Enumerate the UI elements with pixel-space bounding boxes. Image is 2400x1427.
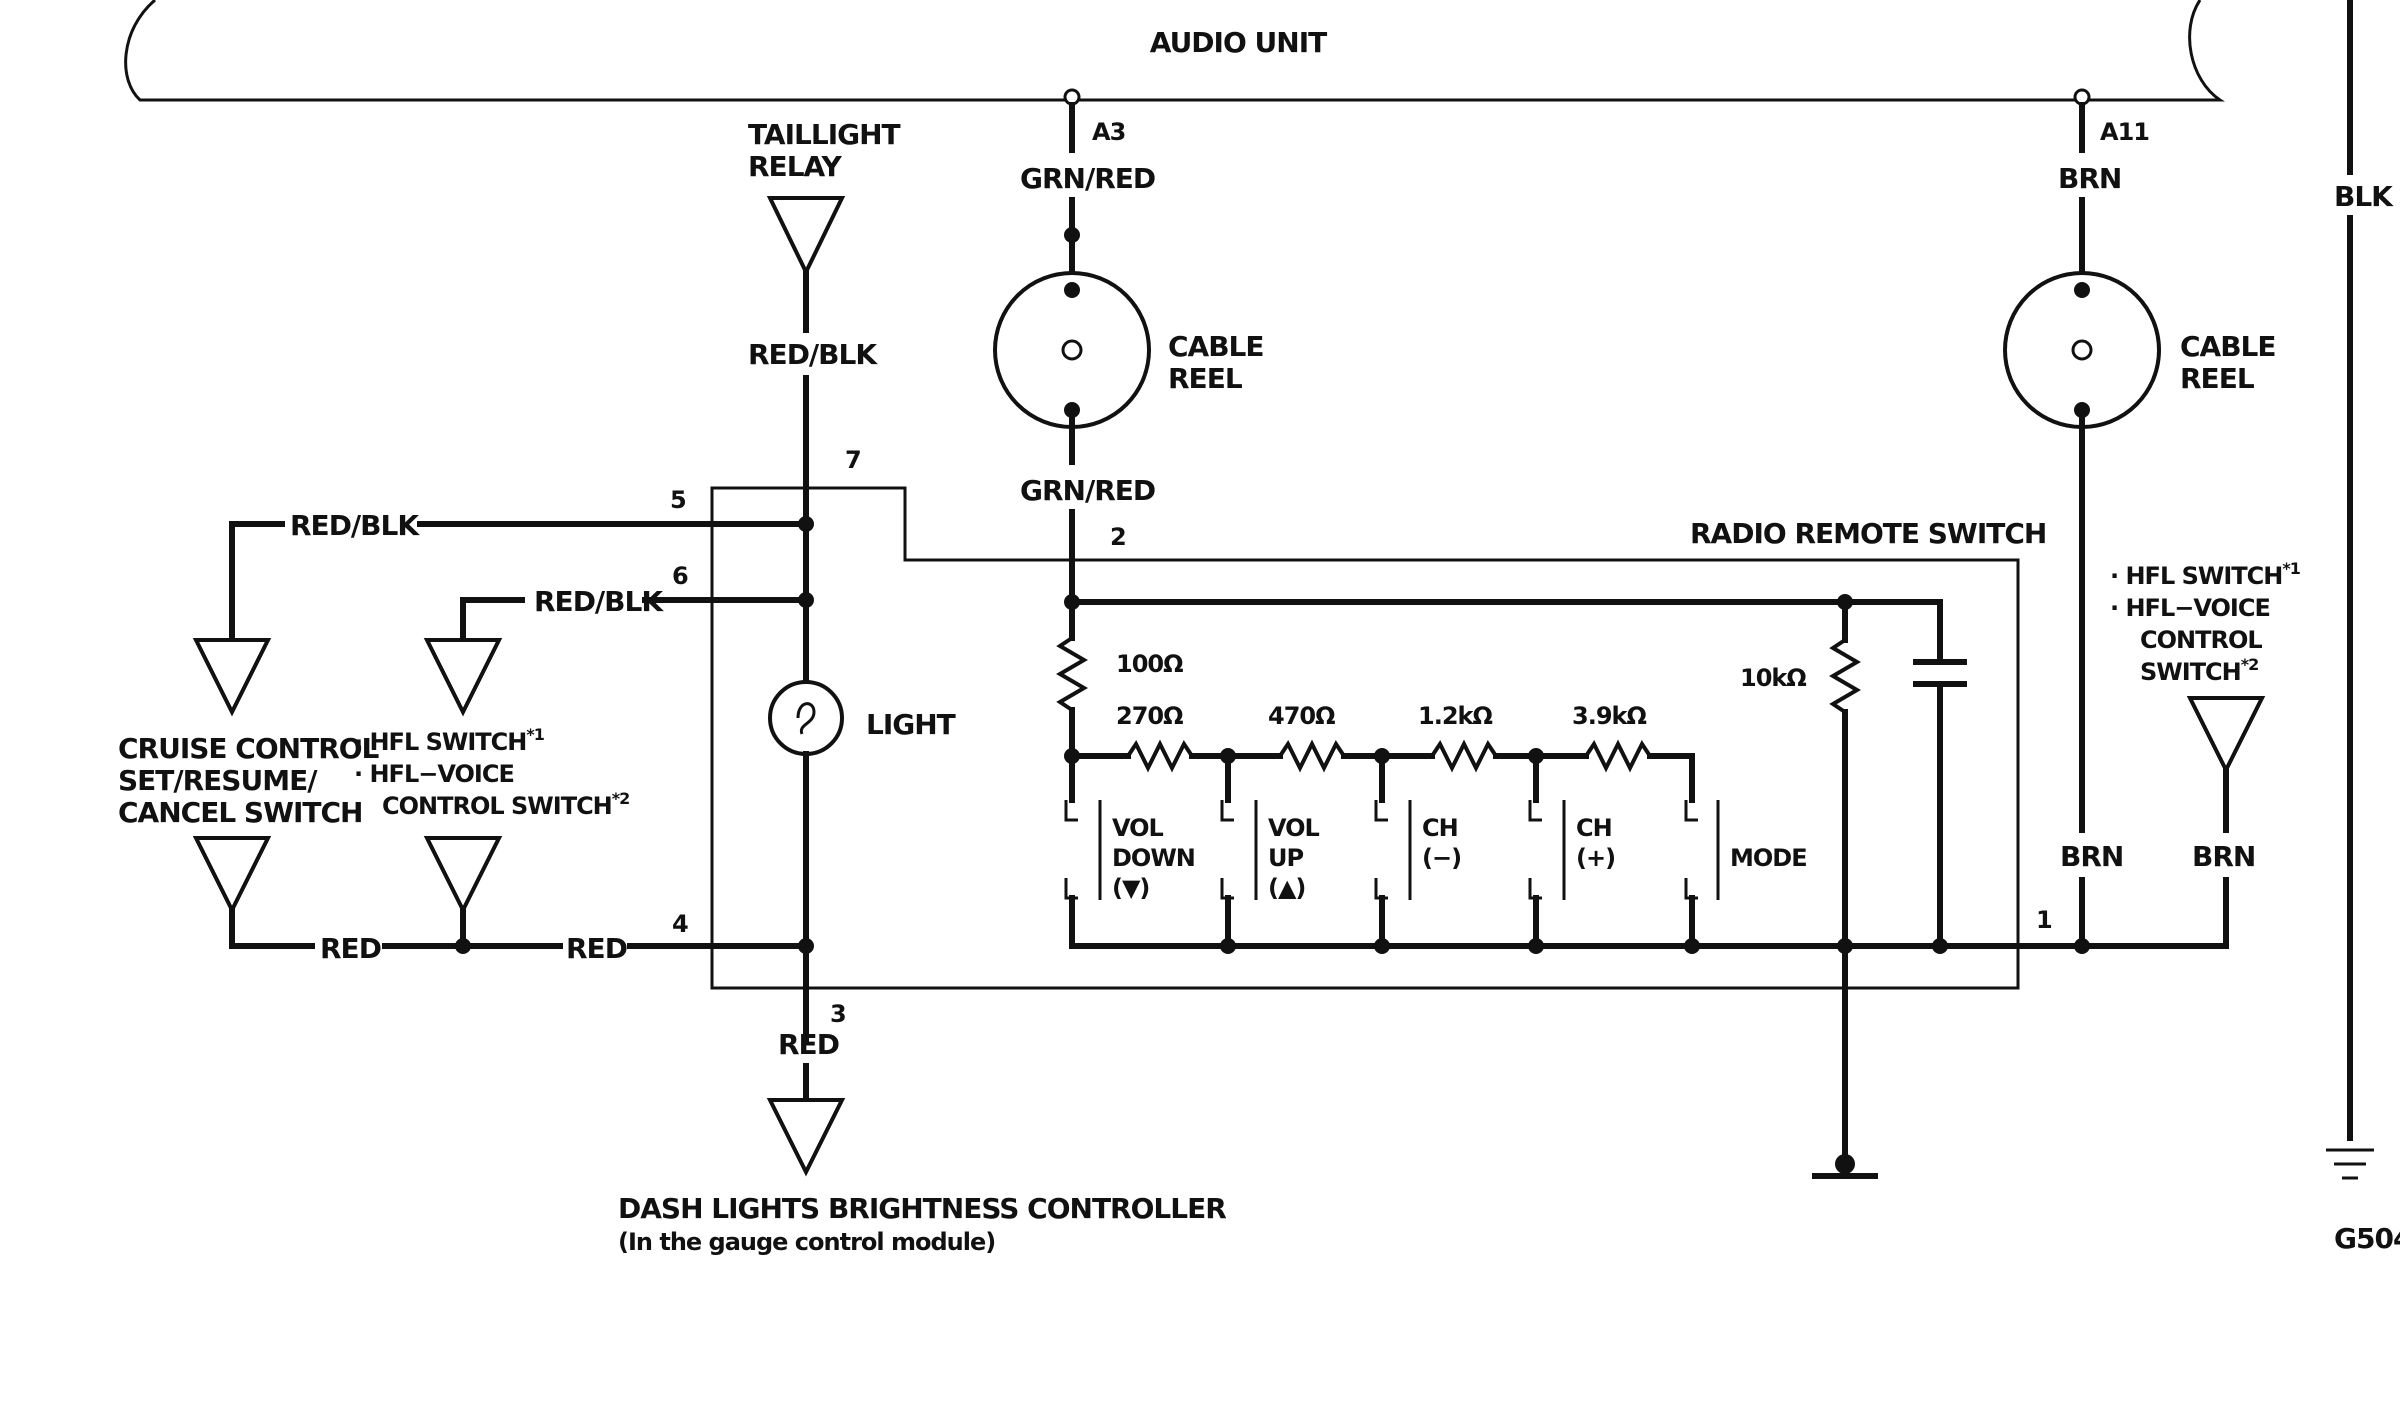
resistor-10k: 10kΩ bbox=[1740, 599, 1861, 1175]
radio-remote-switch-label: RADIO REMOTE SWITCH bbox=[1690, 517, 2046, 550]
dash-lights-line2: (In the gauge control module) bbox=[618, 1228, 995, 1256]
light-label: LIGHT bbox=[866, 708, 956, 741]
switch-contact-icon bbox=[1684, 800, 1698, 900]
pin-a3-label: A3 bbox=[1092, 118, 1125, 146]
switch-mode-line1: MODE bbox=[1730, 844, 1807, 872]
hfl-switch-left: RED/BLK · HFL SWITCH*1 · HFL−VOICE CONTR… bbox=[354, 585, 809, 949]
connector-a3 bbox=[1063, 88, 1081, 106]
pin-5-label: 5 bbox=[670, 486, 686, 514]
switch-vol-down-line2: DOWN bbox=[1112, 844, 1195, 872]
hfl-right-line4: SWITCH*2 bbox=[2140, 655, 2258, 686]
switch-vol-down: VOL DOWN (▼) bbox=[1064, 753, 1196, 949]
switch-ch-plus: CH (+) bbox=[1528, 753, 1616, 949]
resistor-270-label: 270Ω bbox=[1116, 702, 1183, 730]
cruise-control-circuit: RED/BLK CRUISE CONTROL SET/RESUME/ CANCE… bbox=[118, 509, 809, 965]
light-bulb-icon bbox=[768, 680, 844, 756]
pin-2-label: 2 bbox=[1110, 523, 1126, 551]
grn-red-circuit: GRN/RED CABLE REEL GRN/RED 2 bbox=[993, 102, 1265, 605]
switch-vol-up-line1: VOL bbox=[1268, 814, 1320, 842]
taillight-relay-line2: RELAY bbox=[748, 150, 843, 183]
switch-ch-plus-line1: CH bbox=[1576, 814, 1612, 842]
wire-label-red-left: RED bbox=[320, 932, 381, 965]
dash-lights-controller: RED DASH LIGHTS BRIGHTNESS CONTROLLER (I… bbox=[618, 1028, 1227, 1256]
cruise-control-line3: CANCEL SWITCH bbox=[118, 796, 362, 829]
hfl-left-line3: CONTROL SWITCH*2 bbox=[382, 789, 629, 820]
hfl-right-switch-icon bbox=[2186, 696, 2266, 775]
switch-vol-up-line3: (▲) bbox=[1268, 874, 1305, 902]
audio-unit: AUDIO UNIT A3 A11 bbox=[124, 0, 2225, 146]
resistor-100: 100Ω bbox=[1056, 599, 1184, 759]
hfl-right-line3: CONTROL bbox=[2140, 626, 2262, 654]
cruise-control-line1: CRUISE CONTROL bbox=[118, 732, 380, 765]
radio-remote-switch: RADIO REMOTE SWITCH 7 5 6 4 3 1 bbox=[670, 446, 2053, 1028]
wire-label-red-bottom: RED bbox=[778, 1028, 839, 1061]
taillight-relay-line1: TAILLIGHT bbox=[748, 118, 901, 151]
hfl-switch-right: · HFL SWITCH*1 · HFL−VOICE CONTROL SWITC… bbox=[2110, 559, 2302, 949]
wire-label-brn-lower-left: BRN bbox=[2060, 840, 2123, 873]
wire-label-red-middle: RED bbox=[566, 932, 627, 965]
resistor-3-9k-label: 3.9kΩ bbox=[1572, 702, 1646, 730]
pin-6-label: 6 bbox=[672, 562, 688, 590]
switch-ch-minus-line2: (−) bbox=[1422, 844, 1461, 872]
wire-label-grn-red-top: GRN/RED bbox=[1020, 162, 1155, 195]
cable-reel-right-line1: CABLE bbox=[2180, 330, 2276, 363]
hfl-right-line1: · HFL SWITCH*1 bbox=[2110, 559, 2301, 590]
wire-label-grn-red-bottom: GRN/RED bbox=[1020, 474, 1155, 507]
wire-label-brn-lower-right: BRN bbox=[2192, 840, 2255, 873]
pin-a11-label: A11 bbox=[2100, 118, 2149, 146]
ground-label-g504: G504 bbox=[2334, 1222, 2400, 1255]
capacitor-icon bbox=[1913, 599, 1967, 949]
connector-a11 bbox=[2073, 88, 2091, 106]
dash-lights-controller-icon bbox=[766, 1098, 846, 1177]
cruise-control-line2: SET/RESUME/ bbox=[118, 764, 318, 797]
wire-label-red-blk-relay: RED/BLK bbox=[748, 338, 878, 371]
wire-label-brn-top: BRN bbox=[2058, 162, 2121, 195]
wire-label-blk: BLK bbox=[2334, 180, 2394, 213]
resistor-1-2k-label: 1.2kΩ bbox=[1418, 702, 1492, 730]
switch-contact-icon bbox=[1064, 800, 1078, 900]
switch-mode: MODE bbox=[1684, 800, 1808, 949]
taillight-relay: TAILLIGHT RELAY RED/BLK bbox=[748, 118, 902, 687]
pin-1-label: 1 bbox=[2036, 906, 2052, 934]
audio-unit-label: AUDIO UNIT bbox=[1150, 26, 1327, 59]
switch-vol-down-line3: (▼) bbox=[1112, 874, 1149, 902]
hfl-left-switch-lower-icon bbox=[423, 836, 503, 915]
pin-7-label: 7 bbox=[845, 446, 861, 474]
switch-vol-down-line1: VOL bbox=[1112, 814, 1164, 842]
brn-circuit: BRN CABLE REEL BRN bbox=[2003, 102, 2277, 954]
resistor-100-label: 100Ω bbox=[1116, 650, 1183, 678]
blk-ground-wire: BLK G504 bbox=[2326, 0, 2400, 1255]
switch-contact-icon bbox=[1374, 800, 1388, 900]
switch-contact-icon bbox=[1528, 800, 1542, 900]
switch-vol-up-line2: UP bbox=[1268, 844, 1303, 872]
chassis-ground-icon bbox=[1812, 1154, 1878, 1179]
resistor-470-label: 470Ω bbox=[1268, 702, 1335, 730]
cable-reel-left-line2: REEL bbox=[1168, 362, 1243, 395]
cable-reel-left-line1: CABLE bbox=[1168, 330, 1264, 363]
hfl-right-line2: · HFL−VOICE bbox=[2110, 594, 2270, 622]
switch-vol-up: VOL UP (▲) bbox=[1220, 753, 1321, 949]
hfl-left-switch-upper-icon bbox=[423, 638, 503, 717]
taillight-relay-icon bbox=[766, 196, 846, 277]
switch-contact-icon bbox=[1220, 800, 1234, 900]
light-bulb: LIGHT bbox=[768, 680, 957, 1043]
hfl-left-line2: · HFL−VOICE bbox=[354, 760, 514, 788]
cable-reel-right-line2: REEL bbox=[2180, 362, 2255, 395]
switch-ch-minus-line1: CH bbox=[1422, 814, 1458, 842]
pin-4-label: 4 bbox=[672, 910, 688, 938]
hfl-left-line1: · HFL SWITCH*1 bbox=[354, 725, 545, 756]
ground-g504-icon bbox=[2326, 1148, 2374, 1180]
cruise-switch-lower-icon bbox=[192, 836, 272, 915]
switch-ch-plus-line2: (+) bbox=[1576, 844, 1615, 872]
switch-ch-minus: CH (−) bbox=[1374, 753, 1462, 949]
wire-label-red-blk-hfl: RED/BLK bbox=[534, 585, 664, 618]
resistor-10k-label: 10kΩ bbox=[1740, 664, 1806, 692]
resistor-ladder: 270Ω 470Ω 1.2kΩ 3.9kΩ bbox=[1064, 702, 1695, 803]
wire-label-red-blk-cruise: RED/BLK bbox=[290, 509, 420, 542]
pin-3-label: 3 bbox=[830, 1000, 846, 1028]
dash-lights-line1: DASH LIGHTS BRIGHTNESS CONTROLLER bbox=[618, 1192, 1226, 1225]
cruise-switch-upper-icon bbox=[192, 638, 272, 717]
